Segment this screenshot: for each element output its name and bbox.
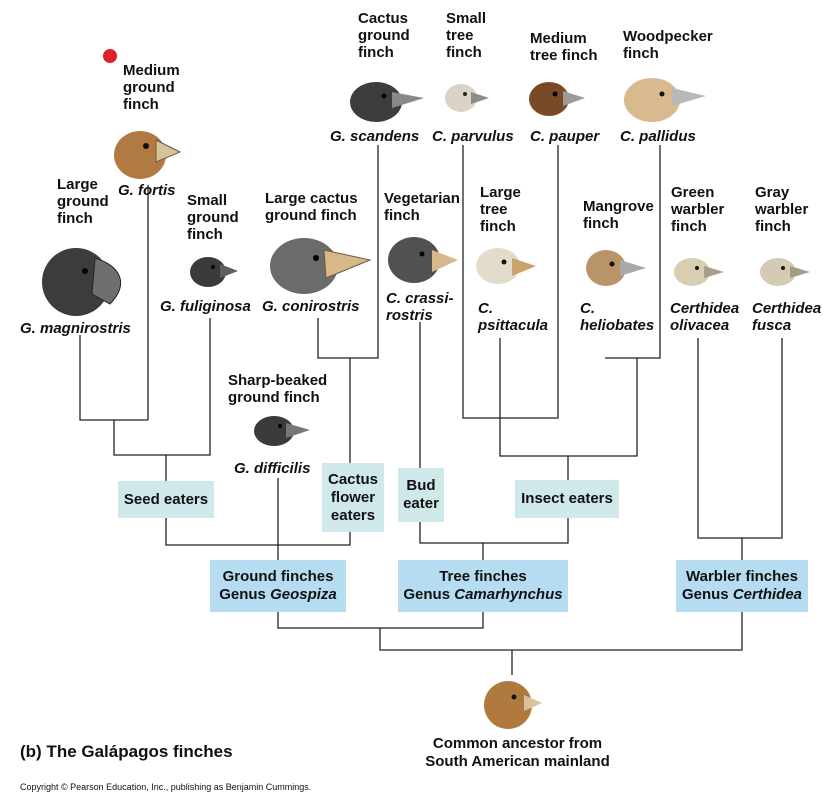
ground-finches-genus-box: Ground finches Genus Geospiza <box>210 560 346 612</box>
branch-woodpecker-mangrove <box>605 145 661 359</box>
c-parvulus-label: C. parvulus <box>432 128 514 145</box>
mangrove-finch-illustration <box>586 250 646 286</box>
large-cactus-finch-illustration <box>270 238 372 294</box>
branch-insect-join <box>499 358 638 457</box>
g-fortis-label: G. fortis <box>118 182 176 199</box>
branch-ground-join <box>165 518 351 546</box>
copyright-notice: Copyright © Pearson Education, Inc., pub… <box>20 782 312 792</box>
vegetarian-finch-illustration <box>388 237 458 283</box>
medium-tree-finch-illustration <box>529 82 585 116</box>
branch-small-medium <box>462 145 559 419</box>
figure-caption: (b) The Galápagos finches <box>20 742 233 761</box>
c-pallidus-label: C. pallidus <box>620 128 696 145</box>
g-fuliginosa-label: G. fuliginosa <box>160 298 251 315</box>
small-ground-finch-illustration <box>190 257 238 287</box>
branch-tree-join <box>419 518 569 544</box>
c-psittacula-label: C.psittacula <box>478 300 549 334</box>
branch-warbler <box>697 338 783 539</box>
red-marker-dot <box>103 49 117 63</box>
large-ground-finch-illustration <box>42 248 122 316</box>
seed-eaters-box: Seed eaters <box>118 481 214 518</box>
common-ancestor-illustration <box>484 681 542 729</box>
c-pauper-label: C. pauper <box>530 128 600 145</box>
branch-root-2 <box>379 612 743 651</box>
branch-cactus <box>317 145 379 359</box>
g-magnirostris-label: G. magnirostris <box>20 320 131 337</box>
branch-large-ground <box>79 335 148 421</box>
g-difficilis-label: G. difficilis <box>234 460 311 477</box>
c-crassirostris-label: C. crassi-rostris <box>386 290 454 324</box>
branch-seed-join <box>113 318 211 456</box>
g-scandens-label: G. scandens <box>330 128 420 145</box>
sharp-beaked-finch-illustration <box>254 416 310 446</box>
branch-root <box>277 612 484 629</box>
warbler-finches-genus-box: Warbler finches Genus Certhidea <box>676 560 808 612</box>
medium-ground-finch-illustration <box>114 131 182 179</box>
tree-finches-genus-box: Tree finches Genus Camarhynchus <box>398 560 568 612</box>
gray-warbler-finch-illustration <box>760 258 810 286</box>
g-conirostris-label: G. conirostris <box>262 298 360 315</box>
insect-eaters-box: Insect eaters <box>515 480 619 518</box>
cactus-ground-finch-illustration <box>350 82 424 122</box>
green-warbler-finch-illustration <box>674 258 724 286</box>
large-tree-finch-illustration <box>476 248 536 284</box>
small-tree-finch-illustration <box>445 84 489 112</box>
c-heliobates-label: C.heliobates <box>580 300 655 334</box>
woodpecker-finch-illustration <box>624 78 706 122</box>
